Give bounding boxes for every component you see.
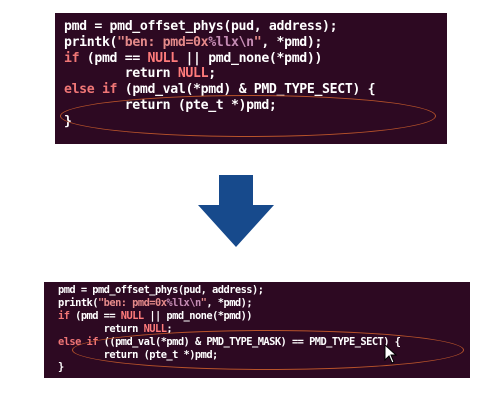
code-line: return (pte_t *)pmd; [58, 349, 470, 362]
code-token: return (pte_t *)pmd; [64, 97, 277, 113]
code-token: %llx\n [166, 296, 201, 309]
code-line: else if ((pmd_val(*pmd) & PMD_TYPE_MASK)… [58, 336, 470, 349]
code-token: } [58, 361, 64, 374]
code-line: else if (pmd_val(*pmd) & PMD_TYPE_SECT) … [64, 82, 447, 98]
code-token: else if [64, 82, 118, 98]
code-lines: pmd = pmd_offset_phys(pud, address);prin… [58, 284, 470, 374]
down-arrow-shape [198, 175, 274, 247]
code-snippet-before: pmd = pmd_offset_phys(pud, address);prin… [55, 13, 447, 144]
code-token: , *pmd); [261, 34, 323, 50]
code-snippet-after: pmd = pmd_offset_phys(pud, address);prin… [44, 282, 470, 378]
code-line: printk("ben: pmd=0x%llx\n", *pmd); [58, 297, 470, 310]
code-token: NULL [147, 50, 179, 66]
code-token: ; [166, 322, 173, 335]
code-token: else if [58, 335, 99, 348]
code-token: printk( [58, 296, 99, 309]
code-token: printk( [64, 34, 118, 50]
code-token: } [64, 113, 72, 129]
code-token: " [253, 34, 262, 50]
code-line: return NULL; [58, 323, 470, 336]
code-line: if (pmd == NULL || pmd_none(*pmd)) [64, 51, 447, 67]
code-lines: pmd = pmd_offset_phys(pud, address);prin… [64, 19, 447, 130]
code-token: return [58, 322, 144, 335]
code-token: return (pte_t *)pmd; [58, 348, 219, 361]
code-line: } [64, 114, 447, 130]
code-token: NULL [120, 309, 144, 322]
cursor-shape [384, 344, 398, 364]
code-token: return [64, 66, 178, 82]
code-line: if (pmd == NULL || pmd_none(*pmd)) [58, 310, 470, 323]
code-token: " [200, 296, 207, 309]
code-line: return (pte_t *)pmd; [64, 98, 447, 114]
code-token: pmd = pmd_offset_phys(pud, address); [58, 284, 264, 296]
code-token: %llx\n [208, 34, 254, 50]
code-token: (pmd == [69, 309, 121, 322]
down-arrow-icon [198, 175, 274, 247]
code-token: "ben: pmd=0x [97, 296, 167, 309]
code-token: NULL [143, 322, 167, 335]
code-line: } [58, 361, 470, 374]
mouse-cursor-icon [384, 344, 398, 364]
code-line: printk("ben: pmd=0x%llx\n", *pmd); [64, 35, 447, 51]
code-token: if [58, 309, 70, 322]
code-line: pmd = pmd_offset_phys(pud, address); [64, 19, 447, 35]
code-token: , *pmd); [206, 296, 253, 309]
code-token: ; [208, 66, 216, 82]
code-token: || pmd_none(*pmd)) [143, 309, 253, 322]
code-token: (pmd == [79, 50, 148, 66]
code-token: NULL [177, 66, 209, 82]
code-token: ((pmd_val(*pmd) & PMD_TYPE_MASK) == PMD_… [97, 335, 401, 348]
code-line: return NULL; [64, 66, 447, 82]
code-token: "ben: pmd=0x [117, 34, 209, 50]
code-line: pmd = pmd_offset_phys(pud, address); [58, 284, 470, 297]
code-token: pmd = pmd_offset_phys(pud, address); [64, 19, 338, 34]
code-token: || pmd_none(*pmd)) [177, 50, 323, 66]
code-token: (pmd_val(*pmd) & PMD_TYPE_SECT) { [117, 82, 376, 98]
code-token: if [64, 50, 80, 66]
